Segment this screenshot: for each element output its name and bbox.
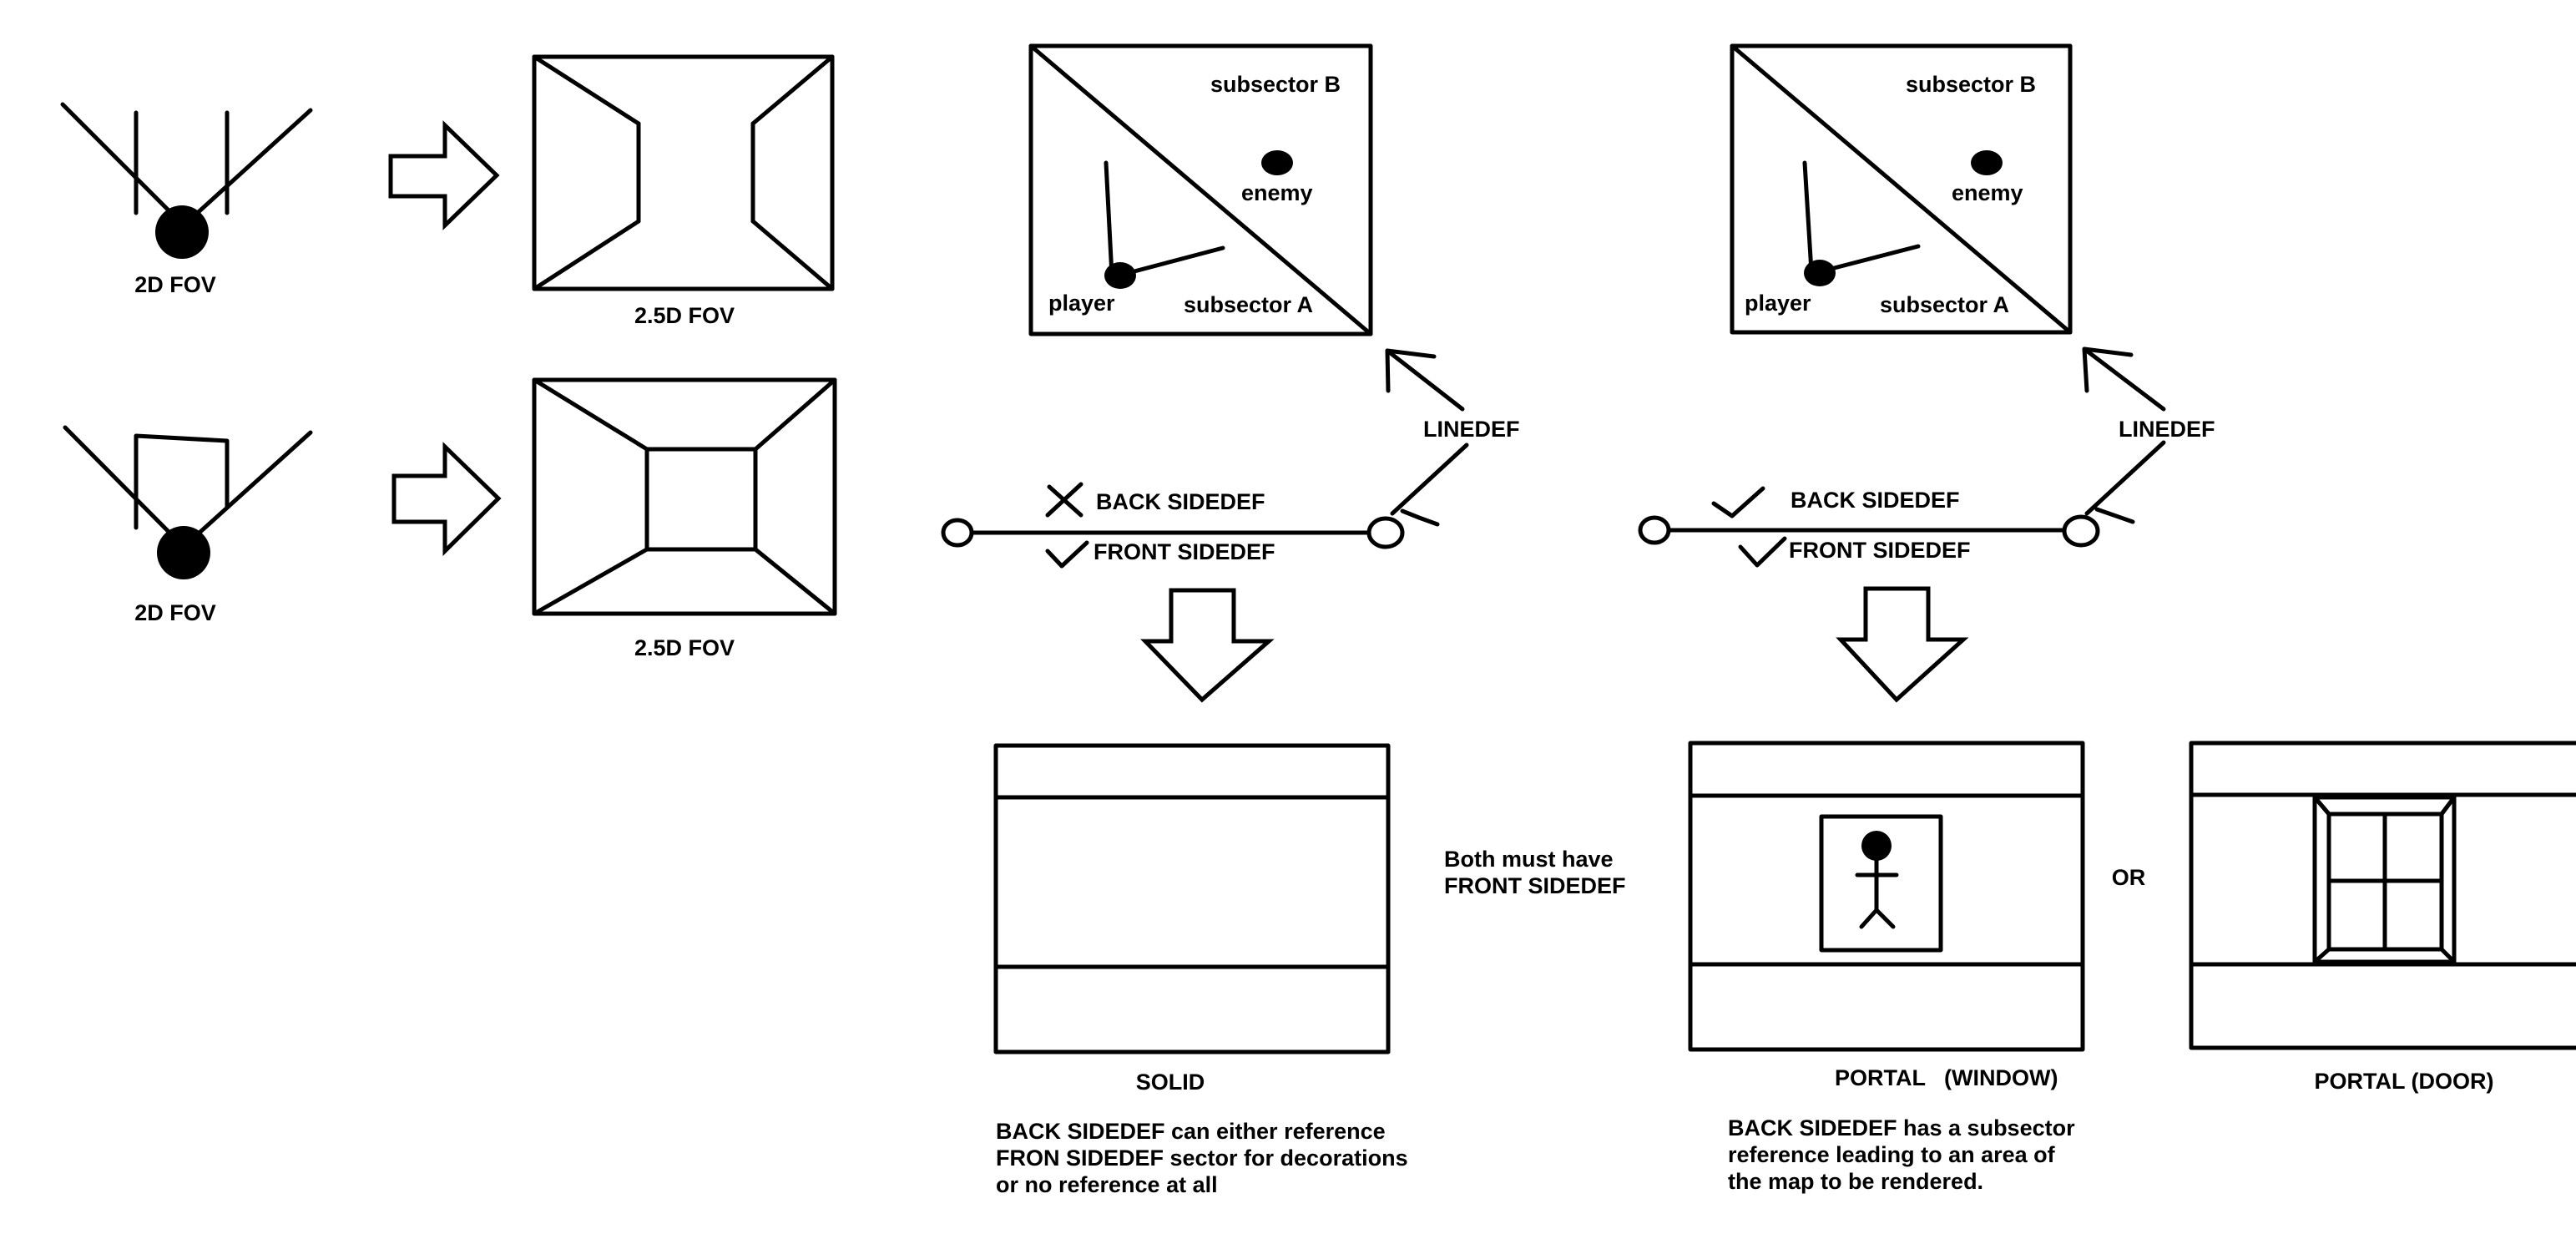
player-label: player (1048, 291, 1115, 316)
front-sidedef-label: FRONT SIDEDEF (1094, 539, 1275, 564)
back-sidedef-label: BACK SIDEDEF (1791, 488, 1960, 513)
vertex-end (1366, 516, 1405, 549)
fov-25d-top-label: 2.5D FOV (634, 303, 735, 328)
portal-window-desc-line2: reference leading to an area of (1728, 1142, 2056, 1167)
solid-title: SOLID (1136, 1070, 1205, 1095)
front-sidedef-check-icon (1738, 536, 1787, 568)
viewer-dot (157, 526, 210, 579)
middle-note-line1: Both must have (1444, 847, 1614, 872)
enemy-label: enemy (1241, 180, 1313, 205)
portal-window-desc-line1: BACK SIDEDEF has a subsector (1728, 1115, 2075, 1140)
player-label: player (1745, 291, 1811, 316)
solid-desc-line2: FRON SIDEDEF sector for decorations (996, 1145, 1408, 1171)
player-dot (1804, 260, 1836, 286)
arrow-down-icon (1836, 586, 1969, 703)
map-right: subsector B enemy player subsector A LIN… (1638, 43, 2215, 703)
player-dot (1104, 262, 1136, 289)
back-sidedef-cross-icon (1045, 482, 1083, 518)
enemy-dot (1261, 150, 1293, 175)
subsector-a-label: subsector A (1184, 292, 1313, 317)
portal-window: PORTAL (WINDOW) BACK SIDEDEF has a subse… (1688, 741, 2085, 1194)
portal-door-title: PORTAL (DOOR) (2315, 1069, 2494, 1094)
fov-2d-bottom-label: 2D FOV (134, 600, 216, 625)
fov-25d-top: 2.5D FOV (532, 54, 835, 328)
or-label: OR (2112, 865, 2146, 890)
subsector-a-label: subsector A (1880, 292, 2009, 317)
solid-wall: SOLID BACK SIDEDEF can either reference … (993, 743, 1408, 1197)
arrow-right-icon (388, 120, 500, 230)
vertex-start (941, 518, 974, 548)
fov-25d-bottom: 2.5D FOV (532, 377, 837, 660)
portal-window-desc-line3: the map to be rendered. (1728, 1169, 1983, 1194)
vertex-start (1638, 515, 1671, 545)
portal-window-title: PORTAL (WINDOW) (1835, 1065, 2058, 1090)
fov-2d-top-label: 2D FOV (134, 272, 216, 297)
back-sidedef-label: BACK SIDEDEF (1096, 489, 1265, 514)
map-box (1730, 43, 2073, 335)
map-box (1028, 43, 1373, 336)
map-left: subsector B enemy player subsector A LIN… (941, 43, 1520, 703)
front-sidedef-label: FRONT SIDEDEF (1789, 538, 1971, 563)
subsector-b-label: subsector B (1210, 72, 1341, 97)
window-opening (1819, 814, 1943, 953)
enemy-dot (1971, 150, 2003, 175)
linedef-label: LINEDEF (1423, 417, 1520, 442)
arrow-down-icon (1140, 588, 1275, 703)
subsector-b-label: subsector B (1906, 72, 2036, 97)
viewer-dot (155, 205, 209, 259)
fov-25d-bottom-label: 2.5D FOV (634, 635, 735, 660)
solid-desc-line3: or no reference at all (996, 1172, 1218, 1197)
stick-figure-icon (1855, 831, 1899, 929)
solid-desc-line1: BACK SIDEDEF can either reference (996, 1119, 1386, 1144)
portal-door: PORTAL (DOOR) (2189, 741, 2576, 1094)
arrow-right-icon (391, 442, 502, 556)
fov-2d-bottom: 2D FOV (63, 425, 313, 625)
front-sidedef-check-icon (1045, 540, 1089, 569)
door-frame (2312, 795, 2457, 964)
vertex-end (2062, 514, 2100, 548)
back-sidedef-check-icon (1711, 486, 1765, 518)
enemy-label: enemy (1952, 180, 2023, 205)
fov-2d-top: 2D FOV (60, 102, 313, 297)
middle-note-line2: FRONT SIDEDEF (1444, 873, 1626, 898)
linedef-label: LINEDEF (2119, 417, 2215, 442)
